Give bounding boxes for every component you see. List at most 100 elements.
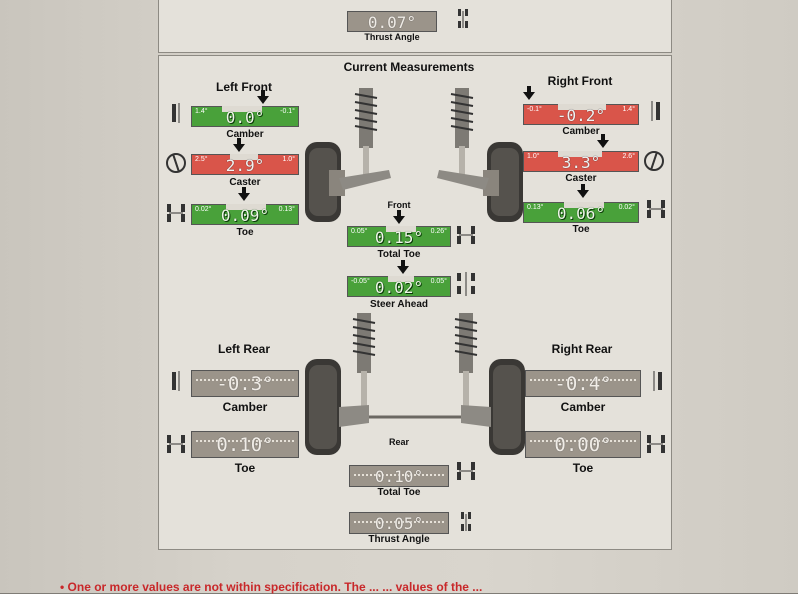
right-front-toe-value: 0.06°: [556, 204, 606, 223]
rear-heading: Rear: [388, 437, 409, 447]
right-rear-camber-value: -0.4°: [554, 373, 612, 395]
front-total-toe-gauge: 0.05° 0.26° 0.15°: [347, 226, 451, 247]
target-notch: [558, 151, 602, 157]
front-total-toe-label: Total Toe: [377, 249, 421, 260]
thrust-angle-icon: [461, 512, 471, 531]
left-rear-camber-value: -0.3°: [216, 373, 274, 395]
total-toe-pointer: [393, 210, 405, 224]
right-front-toe-min: 0.13°: [527, 204, 544, 211]
left-front-toe-gauge: 0.02° 0.13° 0.09°: [191, 204, 299, 225]
left-front-camber-pointer: [257, 90, 269, 104]
caster-icon: [166, 153, 186, 173]
right-rear-camber-label: Camber: [560, 400, 606, 414]
rear-thrust-angle-value: 0.05°: [374, 514, 424, 533]
rear-suspension-illustration: [305, 313, 525, 455]
left-front-camber-min: 1.4°: [195, 108, 208, 115]
target-notch: [226, 204, 266, 210]
caster-icon: [644, 151, 664, 171]
left-front-toe-pointer: [238, 187, 250, 201]
rear-thrust-angle-gauge: 0.05°: [349, 512, 449, 534]
front-total-toe-max: 0.26°: [430, 228, 447, 235]
right-front-title: Right Front: [547, 74, 613, 88]
left-front-caster-label: Caster: [229, 177, 261, 188]
right-front-camber-pointer: [523, 86, 535, 100]
target-notch: [558, 104, 606, 110]
left-rear-title: Left Rear: [217, 342, 270, 356]
rear-total-toe-value: 0.10°: [374, 467, 424, 486]
section-title: Current Measurements: [343, 60, 475, 74]
left-rear-toe-value: 0.10°: [216, 434, 274, 456]
rear-thrust-angle-label: Thrust Angle: [368, 534, 430, 545]
steer-ahead-label: Steer Ahead: [370, 299, 428, 310]
left-front-caster-max: 1.0°: [282, 156, 295, 163]
left-rear-camber-label: Camber: [222, 400, 268, 414]
steer-ahead-gauge: -0.05° 0.05° 0.02°: [347, 276, 451, 297]
scale-dashes: [354, 521, 444, 526]
right-rear-title: Right Rear: [551, 342, 613, 356]
left-front-toe-max: 0.13°: [278, 206, 295, 213]
thrust-angle-icon: [458, 9, 468, 28]
right-front-toe-max: 0.02°: [618, 204, 635, 211]
left-rear-camber-gauge: -0.3°: [191, 370, 299, 397]
target-notch: [564, 202, 604, 208]
left-front-caster-value: 2.9°: [225, 156, 265, 175]
steer-ahead-value: 0.02°: [374, 278, 424, 297]
right-front-camber-value: -0.2°: [556, 106, 606, 125]
left-front-toe-label: Toe: [236, 227, 254, 238]
scale-dashes: [196, 379, 294, 384]
top-panel: 0.07° Thrust Angle: [158, 0, 672, 53]
current-measurements-panel: Current Measurements L: [158, 55, 672, 550]
camber-icon: [653, 371, 662, 391]
right-rear-toe-value: 0.00°: [554, 434, 612, 456]
top-thrust-angle-value: 0.07°: [367, 13, 417, 32]
out-of-spec-note: • One or more values are not within spec…: [60, 580, 483, 594]
left-rear-toe-label: Toe: [234, 461, 256, 475]
left-front-caster-pointer: [233, 138, 245, 152]
left-front-toe-min: 0.02°: [195, 206, 212, 213]
target-notch: [386, 226, 416, 232]
rear-total-toe-gauge: 0.10°: [349, 465, 449, 487]
target-notch: [388, 276, 414, 282]
front-heading: Front: [387, 200, 411, 210]
right-front-caster-label: Caster: [565, 173, 597, 184]
right-front-toe-gauge: 0.13° 0.02° 0.06°: [523, 202, 639, 223]
left-front-caster-gauge: 2.5° 1.0° 2.9°: [191, 154, 299, 175]
steer-ahead-pointer: [397, 260, 409, 274]
target-notch: [222, 106, 262, 112]
left-front-camber-value: 0.0°: [225, 108, 265, 127]
right-front-caster-min: 1.0°: [527, 153, 540, 160]
right-front-camber-max: 1.4°: [622, 106, 635, 113]
front-total-toe-value: 0.15°: [374, 228, 424, 247]
toe-icon: [457, 462, 475, 480]
right-front-toe-pointer: [577, 184, 589, 198]
camber-icon: [172, 103, 180, 123]
steer-ahead-max: 0.05°: [430, 278, 447, 285]
left-front-title: Left Front: [216, 80, 272, 94]
left-front-caster-min: 2.5°: [195, 156, 208, 163]
front-total-toe-min: 0.05°: [351, 228, 368, 235]
right-rear-camber-gauge: -0.4°: [525, 370, 641, 397]
scale-dashes: [196, 440, 294, 445]
camber-icon: [651, 101, 660, 121]
toe-icon: [167, 204, 185, 222]
front-suspension-illustration: [305, 88, 523, 222]
steer-ahead-min: -0.05°: [351, 278, 370, 285]
left-rear-toe-gauge: 0.10°: [191, 431, 299, 458]
right-front-camber-label: Camber: [562, 126, 600, 137]
top-thrust-angle-gauge: 0.07°: [347, 11, 437, 32]
right-front-caster-pointer: [597, 134, 609, 148]
steer-ahead-icon: [457, 272, 475, 296]
toe-icon: [647, 200, 665, 218]
scale-dashes: [530, 379, 636, 384]
left-front-toe-value: 0.09°: [220, 206, 270, 225]
right-rear-toe-gauge: 0.00°: [525, 431, 641, 458]
out-of-spec-note-text: One or more values are not within specif…: [67, 580, 483, 594]
right-front-caster-value: 3.3°: [561, 153, 601, 172]
right-front-camber-min: -0.1°: [527, 106, 542, 113]
target-notch: [230, 154, 258, 160]
right-front-caster-gauge: 1.0° 2.6° 3.3°: [523, 151, 639, 172]
right-front-caster-max: 2.6°: [622, 153, 635, 160]
right-front-toe-label: Toe: [572, 224, 590, 235]
right-rear-toe-label: Toe: [572, 461, 594, 475]
left-front-camber-label: Camber: [226, 129, 264, 140]
